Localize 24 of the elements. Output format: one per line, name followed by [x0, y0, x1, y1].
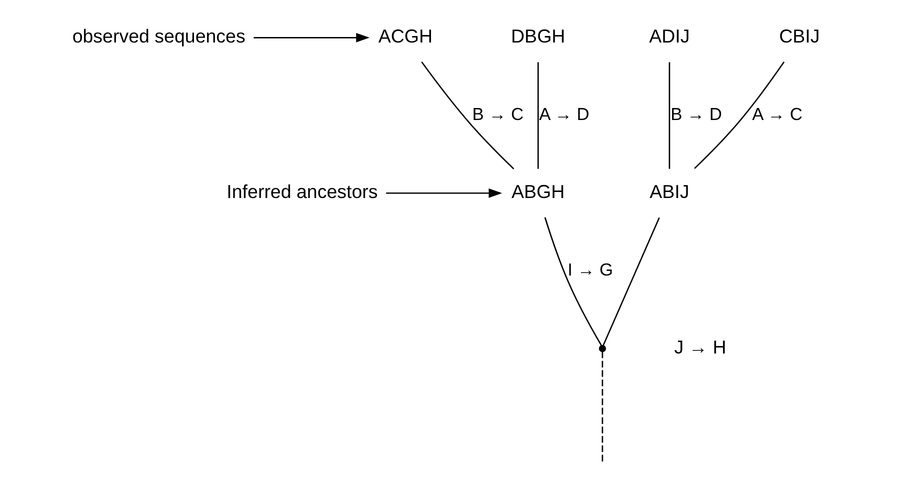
- edge-label: I → G: [568, 259, 614, 280]
- node-text: DBGH: [511, 26, 566, 47]
- connector: [544, 217, 602, 346]
- node-text: ACGH: [378, 26, 433, 47]
- connector: [602, 352, 604, 462]
- node-text: Inferred ancestors: [226, 181, 378, 202]
- connector: [694, 62, 785, 169]
- node-text: observed sequences: [72, 26, 246, 47]
- edge-label: A → C: [752, 104, 802, 124]
- node-point: [598, 345, 606, 352]
- edge-label: B → D: [670, 104, 722, 124]
- node-text: ADIJ: [649, 26, 690, 47]
- node-text: ABGH: [512, 181, 565, 202]
- connector: [421, 61, 514, 170]
- node-text: CBIJ: [779, 26, 820, 47]
- connector: [602, 217, 660, 346]
- node-text: ABIJ: [650, 181, 690, 202]
- label: J → H: [674, 336, 726, 358]
- edge-label: B → C: [472, 104, 524, 124]
- edge-label: A → D: [539, 104, 590, 124]
- connector: [537, 62, 539, 169]
- connector: [668, 62, 670, 169]
- arrow: [254, 32, 370, 42]
- arrow: [386, 188, 502, 198]
